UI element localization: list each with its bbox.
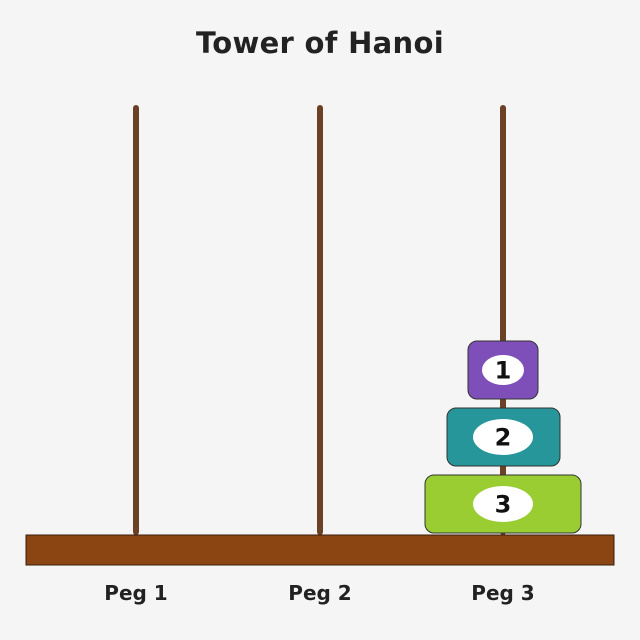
disk-3-label-badge	[473, 486, 533, 522]
disk-2-label-badge	[473, 419, 533, 455]
disk-1-label-badge	[482, 355, 524, 385]
base-platform	[25, 534, 615, 566]
disk-3-label: 3	[495, 491, 512, 519]
game-title: Tower of Hanoi	[196, 26, 444, 60]
disk-2-label: 2	[495, 424, 512, 452]
disk-3[interactable]: 3	[424, 474, 582, 534]
disk-1-label: 1	[495, 357, 512, 385]
disk-2[interactable]: 2	[446, 407, 561, 467]
peg-3-label: Peg 3	[471, 581, 534, 605]
peg-2-label: Peg 2	[288, 581, 351, 605]
disk-1[interactable]: 1	[467, 340, 539, 400]
peg-1-label: Peg 1	[104, 581, 167, 605]
